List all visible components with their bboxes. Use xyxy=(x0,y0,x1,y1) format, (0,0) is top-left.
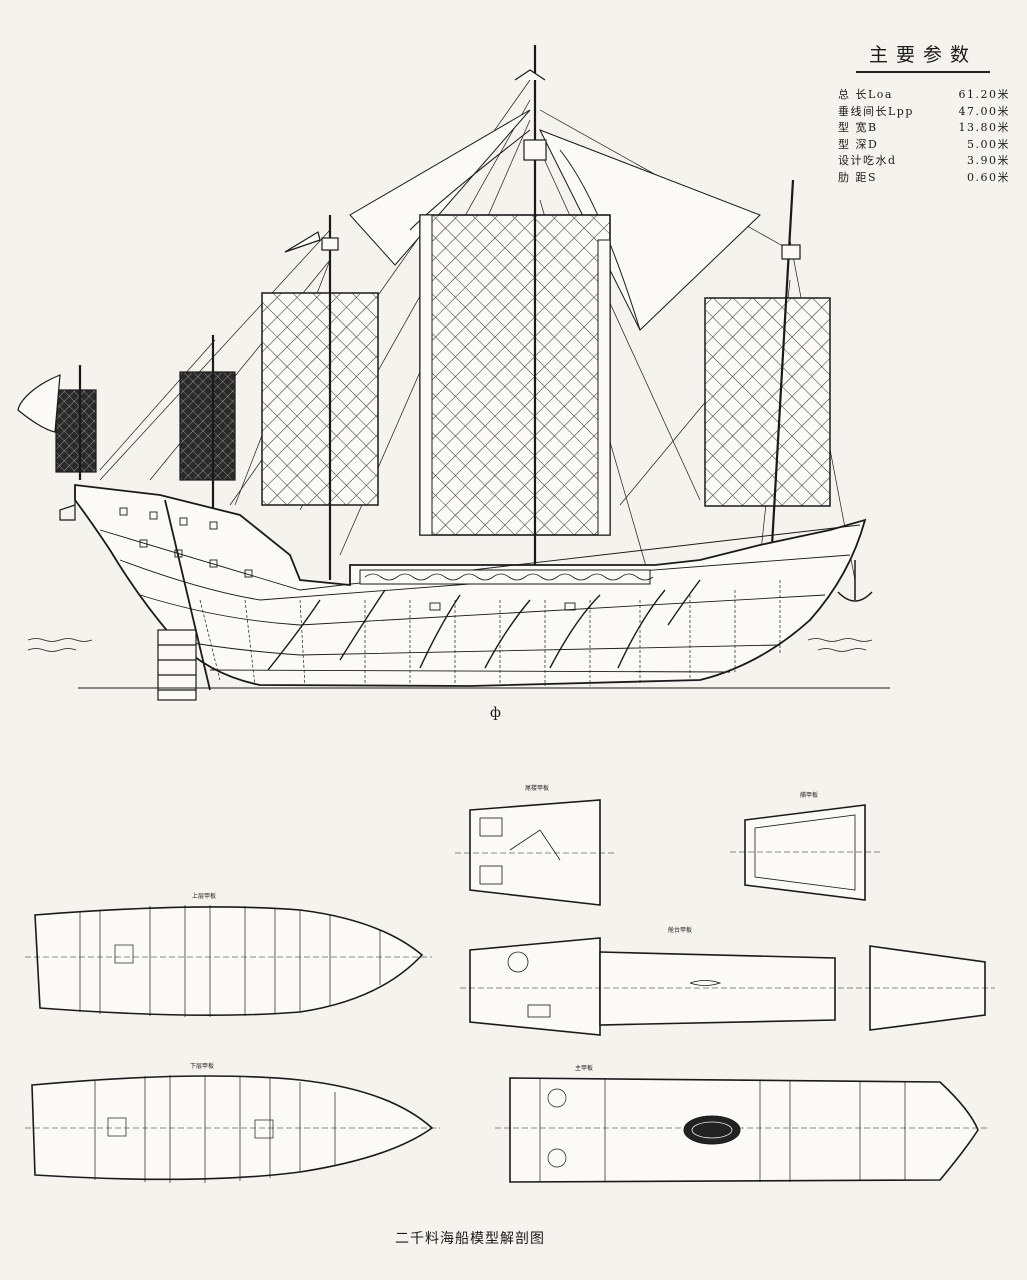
forecastle-deck-plan: 舱台甲板 xyxy=(460,926,995,1036)
param-label: 肋 距S xyxy=(838,170,878,184)
param-row: 肋 距S 0.60米 xyxy=(838,170,1010,187)
poop-deck-plan: 尾楼甲板 xyxy=(455,784,615,906)
main-sail xyxy=(419,214,611,536)
param-label: 设计吃水d xyxy=(838,154,897,167)
poop-deck-label: 尾楼甲板 xyxy=(525,784,549,792)
param-row: 总 长Loa 61.20米 xyxy=(838,87,1010,104)
aft-sail xyxy=(179,371,236,481)
fore-deck-plan: 艏甲板 xyxy=(730,791,880,901)
anchor-icon xyxy=(837,560,873,602)
param-label: 型 宽B xyxy=(838,121,878,134)
param-row: 垂线间长Lpp 47.00米 xyxy=(838,104,1010,121)
fore-deck-label: 艏甲板 xyxy=(800,791,818,799)
param-value: 5.00米 xyxy=(967,137,1010,151)
param-value: 13.80米 xyxy=(958,121,1010,134)
lower-deck-plan: 下层甲板 xyxy=(25,1062,440,1183)
svg-text:ф: ф xyxy=(490,705,501,721)
param-value: 0.60米 xyxy=(967,170,1010,184)
param-row: 型 宽B 13.80米 xyxy=(838,120,1010,137)
main-parameters-table: 主要参数 总 长Loa 61.20米 垂线间长Lpp 47.00米 型 宽B 13.8… xyxy=(838,40,1010,186)
stern-sail xyxy=(55,389,97,473)
lower-deck-label: 下层甲板 xyxy=(190,1062,214,1070)
param-label: 垂线间长Lpp xyxy=(838,104,914,118)
param-label: 总 长Loa xyxy=(838,88,893,101)
figure-caption: 二千料海船模型解剖图 xyxy=(395,1231,545,1247)
topsail xyxy=(349,109,761,331)
windows xyxy=(119,507,576,611)
main-deck-plan: 主甲板 xyxy=(495,1064,990,1183)
upper-deck-label: 上层甲板 xyxy=(192,892,216,900)
masts xyxy=(78,45,795,585)
forecastle-deck-label: 舱台甲板 xyxy=(668,926,692,934)
param-value: 3.90米 xyxy=(967,154,1010,167)
plan-views: 上层甲板 下层甲板 尾楼甲板 xyxy=(25,784,995,1183)
foremast-sail xyxy=(704,297,831,507)
elevation-view: ф xyxy=(17,45,890,721)
hull xyxy=(74,483,867,687)
mast-tops xyxy=(17,69,801,433)
param-label: 型 深D xyxy=(838,137,879,151)
mizzen-sail xyxy=(261,292,379,506)
param-row: 设计吃水d 3.90米 xyxy=(838,153,1010,170)
param-row: 型 深D 5.00米 xyxy=(838,137,1010,154)
param-value: 61.20米 xyxy=(958,88,1010,101)
parameters-title: 主要参数 xyxy=(856,40,990,73)
upper-deck-plan: 上层甲板 xyxy=(25,892,432,1017)
param-value: 47.00米 xyxy=(958,104,1010,118)
main-deck-label: 主甲板 xyxy=(575,1064,593,1072)
